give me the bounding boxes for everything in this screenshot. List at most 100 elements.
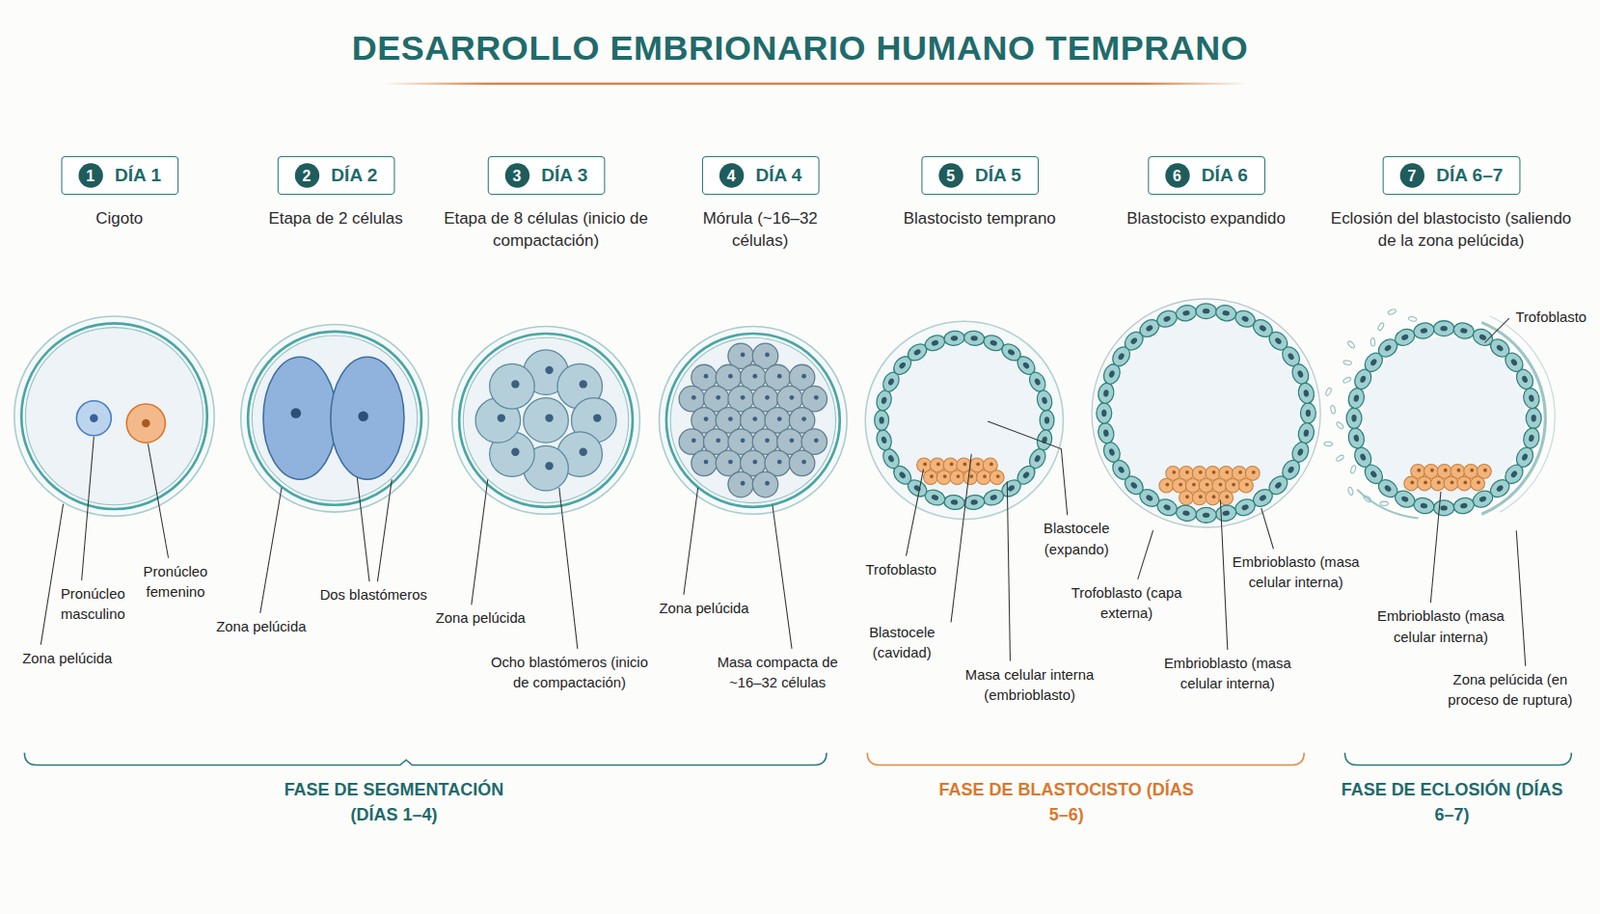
zona-fragment xyxy=(1350,464,1357,474)
nucleus xyxy=(1224,470,1229,475)
nucleus xyxy=(1510,469,1519,479)
nucleus xyxy=(1520,375,1529,384)
zona-fragment xyxy=(1408,316,1417,323)
leader-line xyxy=(1138,530,1154,580)
number-badge: 3 xyxy=(504,162,529,188)
day-label: DÍA 2 xyxy=(330,164,378,187)
nucleus xyxy=(1419,327,1428,335)
nucleus xyxy=(989,339,999,348)
nucleus xyxy=(1022,470,1031,480)
zona-fragment xyxy=(1377,322,1385,331)
nucleus xyxy=(1416,468,1421,473)
leader-line xyxy=(683,488,699,596)
nucleus xyxy=(970,499,978,506)
zona-pellucida xyxy=(865,321,1063,519)
phase-label: FASE DE ECLOSIÓN (DÍAS 6–7) xyxy=(1339,778,1565,827)
zona-pellucida xyxy=(1091,298,1321,528)
nucleus xyxy=(1510,357,1519,367)
day-box: DÍA 66 xyxy=(1147,156,1266,195)
stage-subtitle: Blastocisto temprano xyxy=(877,207,1083,230)
zona-fragment xyxy=(1343,359,1353,366)
callout-number: 7 xyxy=(1407,166,1416,185)
leader-line xyxy=(1430,491,1441,603)
nucleus xyxy=(1483,468,1488,473)
nucleus xyxy=(789,437,795,443)
zona-fragment xyxy=(1387,308,1397,316)
trophoblast-cell xyxy=(1521,386,1542,410)
phase-bracket xyxy=(24,753,827,766)
trophoblast-cell xyxy=(1232,496,1258,519)
nucleus xyxy=(764,437,770,443)
trophoblast-cell xyxy=(1452,495,1476,516)
embryoblast-cell xyxy=(963,470,978,486)
trophoblast-cell xyxy=(1195,303,1217,320)
phase-bracket xyxy=(1344,753,1572,766)
day-box: DÍA 44 xyxy=(701,156,819,195)
leader-line xyxy=(1516,530,1526,667)
nucleus xyxy=(1198,470,1203,475)
part-label: Blastocele (cavidad) xyxy=(861,623,944,663)
nucleus xyxy=(1251,470,1256,475)
callout-number: 3 xyxy=(512,166,521,185)
day-label: DÍA 5 xyxy=(975,164,1022,187)
number-badge: 1 xyxy=(78,162,103,188)
nucleus xyxy=(1022,361,1031,371)
nucleus xyxy=(1286,352,1296,361)
trophoblast-cell xyxy=(1214,303,1238,324)
nucleus xyxy=(1258,324,1268,333)
part-label: Masa compacta de ~16–32 células xyxy=(705,652,849,693)
nucleus xyxy=(1463,481,1467,486)
nucleus xyxy=(704,374,709,380)
part-label: Trofoblasto (capa externa) xyxy=(1070,583,1183,624)
leader-line xyxy=(906,469,924,557)
trophoblast-cell xyxy=(1300,403,1316,424)
leader-line xyxy=(260,488,282,614)
embryoblast-cell xyxy=(1430,476,1445,491)
embryoblast-cell xyxy=(976,470,992,486)
nucleus xyxy=(1129,336,1139,346)
nucleus xyxy=(764,395,770,401)
nucleus xyxy=(1144,493,1154,503)
nucleus xyxy=(1419,502,1428,510)
trophoblast-cell xyxy=(943,493,966,511)
nucleus xyxy=(1460,327,1468,335)
nucleus xyxy=(1439,505,1447,511)
trophoblast-cell xyxy=(874,409,890,431)
blastocoel xyxy=(1111,319,1301,508)
nucleus xyxy=(1476,481,1481,486)
trophoblast-cell xyxy=(1096,421,1116,445)
trophoblast-cell xyxy=(1411,321,1436,341)
nucleus xyxy=(943,474,948,479)
trophoblast-cell xyxy=(1154,307,1180,330)
nucleus xyxy=(752,460,758,465)
part-label: Embrioblasto (masa celular interna) xyxy=(1358,607,1522,648)
nucleus xyxy=(511,379,519,388)
embryoblast-cell xyxy=(1238,478,1253,493)
cytoplasm xyxy=(25,327,203,506)
embryoblast-cell xyxy=(989,470,1004,486)
nucleus xyxy=(740,481,746,487)
leader-line xyxy=(81,436,95,581)
trophoblast-cell xyxy=(922,332,948,353)
nucleus xyxy=(1033,378,1042,387)
nucleus xyxy=(982,474,987,479)
nucleolus xyxy=(141,419,150,428)
nucleus xyxy=(1296,370,1304,380)
part-label: Pronúcleo masculino xyxy=(47,584,139,624)
nucleus xyxy=(1116,465,1126,475)
cytoplasm xyxy=(670,337,836,503)
trophoblast-cell xyxy=(1174,503,1198,523)
nucleus xyxy=(969,474,974,479)
trophoblast-cell xyxy=(943,329,966,347)
nucleus xyxy=(691,395,697,401)
nucleus xyxy=(962,462,967,467)
trophoblast-cell xyxy=(1297,381,1317,406)
stage-subtitle: Etapa de 2 células xyxy=(233,207,438,230)
nucleus xyxy=(544,461,553,470)
nucleus xyxy=(497,413,506,422)
callout-number: 6 xyxy=(1172,166,1182,185)
nucleus xyxy=(728,460,733,465)
embryoblast-cell xyxy=(936,470,951,486)
phase-label: FASE DE SEGMENTACIÓN (DÍAS 1–4) xyxy=(266,778,522,827)
